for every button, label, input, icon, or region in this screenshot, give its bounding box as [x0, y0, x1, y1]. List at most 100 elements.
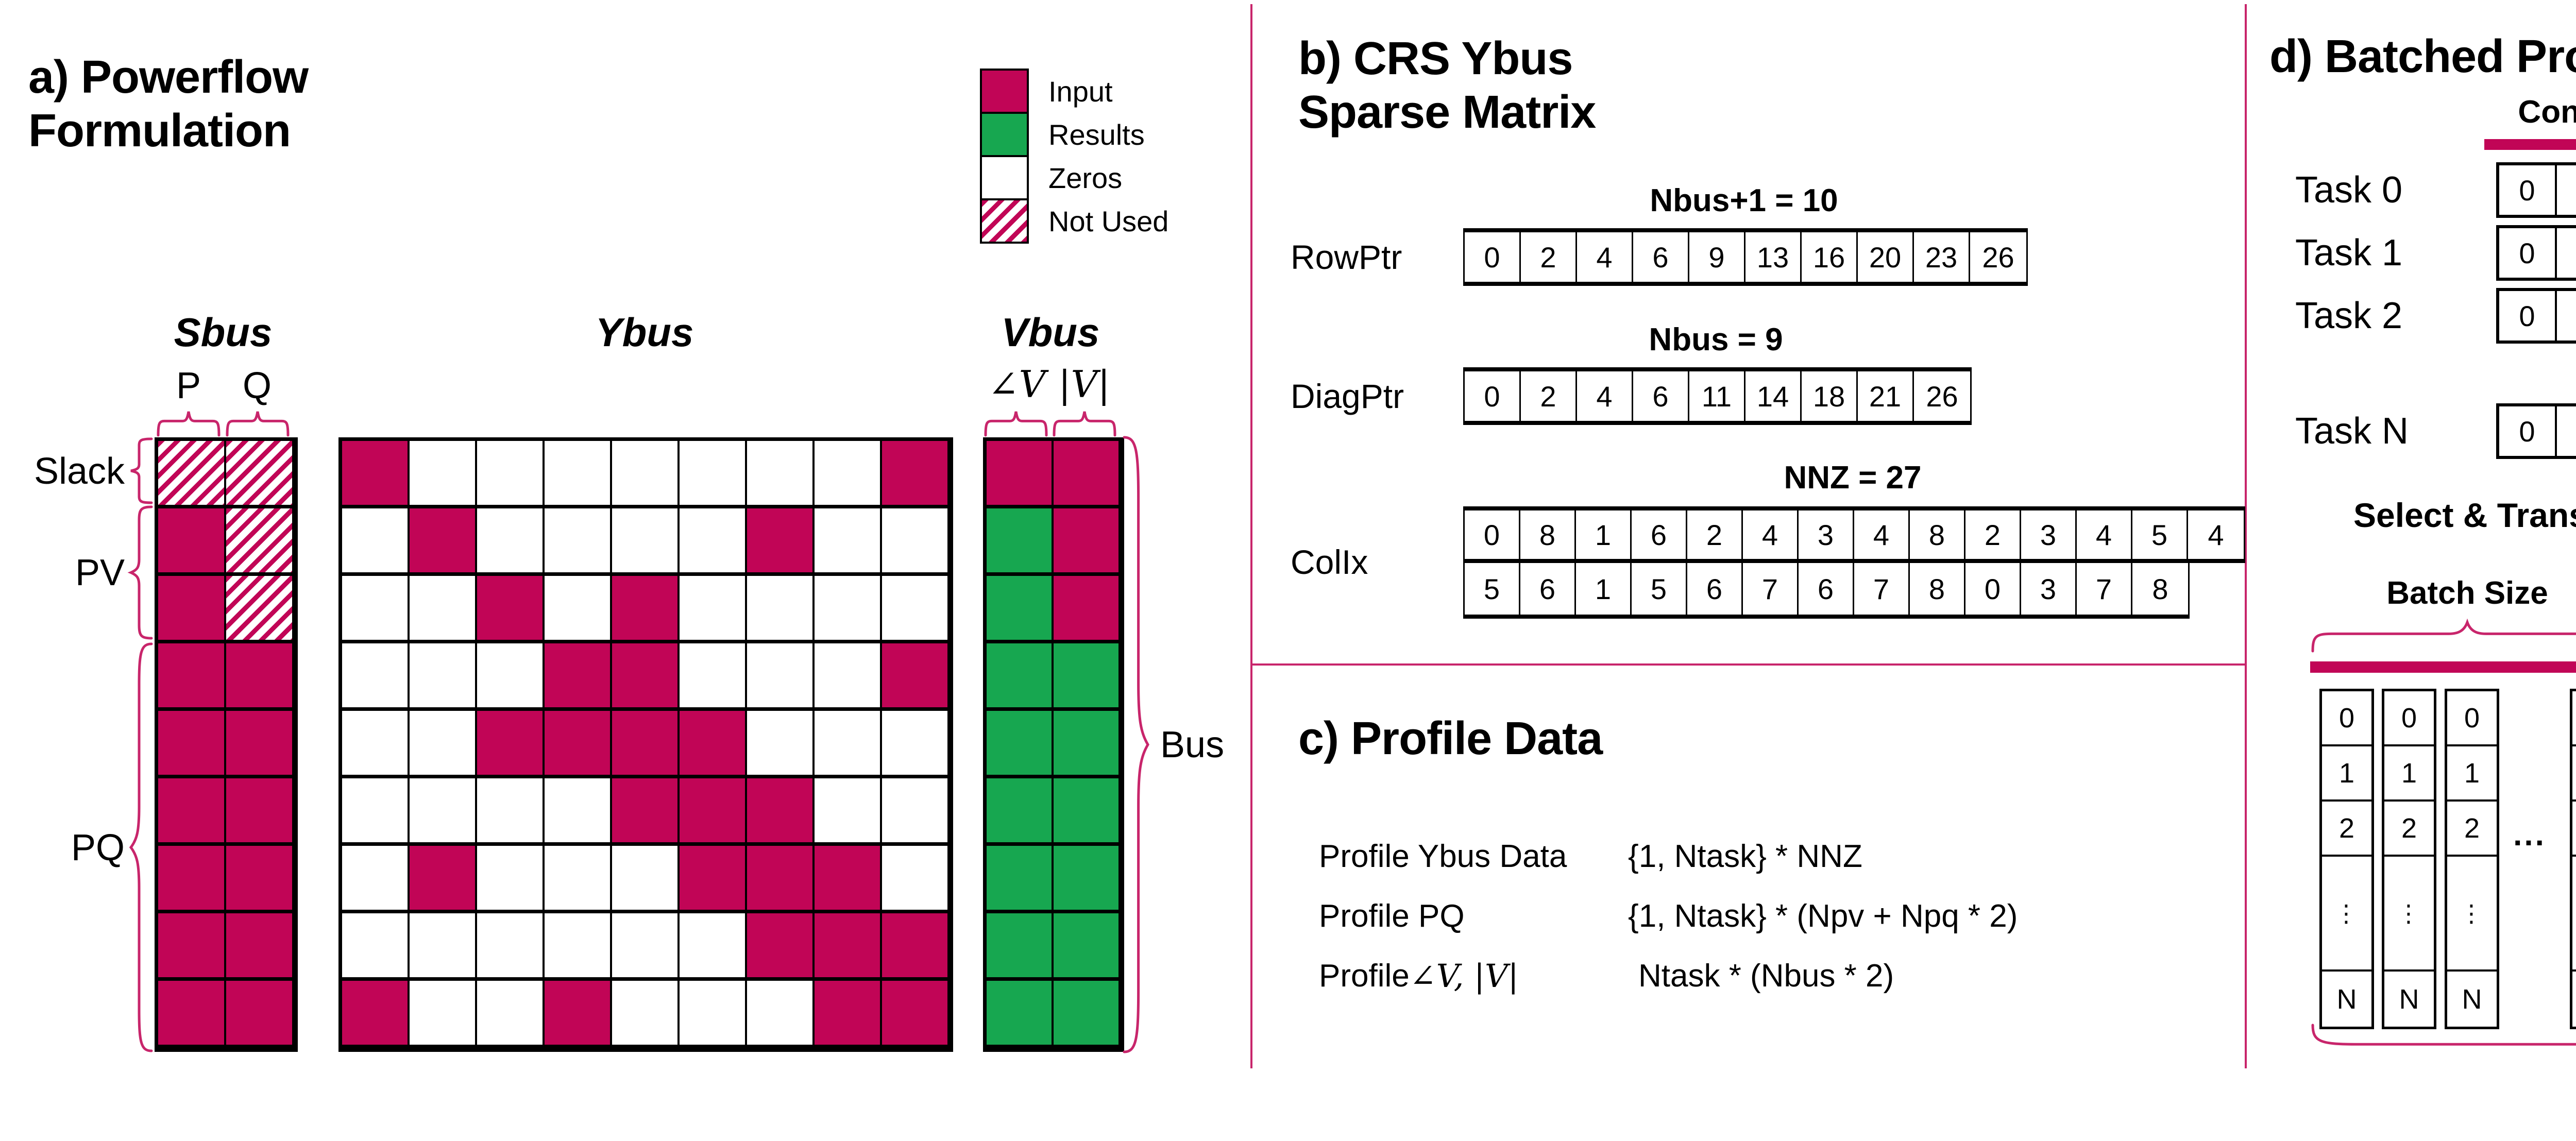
cell: 0	[2447, 691, 2497, 746]
cell	[680, 441, 747, 508]
cell	[882, 778, 950, 846]
cell	[342, 778, 410, 846]
cell: 8	[1910, 563, 1965, 615]
cell: 1	[1576, 510, 1632, 559]
colix-label: ColIx	[1291, 543, 1368, 581]
cell: 0	[2499, 165, 2557, 215]
cell	[680, 778, 747, 846]
cell: 4	[1743, 510, 1799, 559]
cell: 6	[1632, 510, 1687, 559]
cell	[747, 643, 815, 711]
cell: 6	[1687, 563, 1743, 615]
cell	[226, 913, 294, 981]
cell	[882, 846, 950, 913]
colix-size-header: NNZ = 27	[1784, 459, 1922, 496]
cell	[158, 508, 226, 576]
cell	[987, 981, 1054, 1048]
cell: 0	[1465, 510, 1520, 559]
panel-a-title-line1: a) Powerflow	[28, 52, 309, 103]
row-label-pq: PQ	[71, 827, 125, 868]
cell: ⋮	[2322, 857, 2371, 972]
sbus-matrix	[155, 437, 298, 1052]
cell: 1	[2384, 746, 2434, 802]
cell	[612, 778, 680, 846]
vbus-matrix	[983, 437, 1124, 1052]
cell	[477, 913, 545, 981]
cell: 0	[2572, 691, 2576, 746]
cell: 11	[1689, 371, 1745, 421]
angle-v-column-header: ∠V	[988, 363, 1046, 406]
select-transpose-label: Select & Transpose	[2353, 496, 2576, 534]
cell	[1054, 913, 1121, 981]
profile-ybus-label: Profile Ybus Data	[1319, 838, 1567, 874]
cell	[1054, 441, 1121, 508]
cell: 7	[1743, 563, 1799, 615]
cell: 1	[2557, 406, 2576, 456]
panel-a-title: a) Powerflow Formulation	[28, 50, 309, 158]
cell: 2	[2447, 802, 2497, 857]
cell: 4	[2188, 510, 2244, 559]
cell	[226, 576, 294, 643]
cell	[410, 711, 477, 778]
cell	[612, 441, 680, 508]
cell: 0	[1465, 232, 1521, 282]
cell: 3	[1799, 510, 1854, 559]
legend-swatch-zeros	[980, 155, 1029, 200]
cell	[747, 846, 815, 913]
cell	[680, 576, 747, 643]
bus-brace	[1124, 437, 1148, 1052]
cell: 9	[1689, 232, 1745, 282]
batch-arrow-1	[2310, 661, 2576, 673]
continuous-memory-arrow	[2484, 139, 2576, 150]
cell	[158, 913, 226, 981]
cell	[545, 441, 612, 508]
panel-b-title-line1: b) CRS Ybus	[1298, 33, 1573, 84]
cell: N	[2384, 972, 2434, 1027]
cell: N	[2447, 972, 2497, 1027]
cell	[158, 576, 226, 643]
profile-ybus-value: {1, Ntask} * NNZ	[1628, 838, 1862, 874]
panel-c-title: c) Profile Data	[1298, 713, 1603, 764]
legend-swatch-input	[980, 69, 1029, 114]
cell	[612, 643, 680, 711]
cell	[987, 576, 1054, 643]
cell	[882, 643, 950, 711]
panel-b-title: b) CRS Ybus Sparse Matrix	[1298, 32, 1596, 140]
cell	[987, 643, 1054, 711]
cell: 1	[2447, 746, 2497, 802]
task-n-label: Task N	[2295, 411, 2409, 452]
cell: 2	[2572, 802, 2576, 857]
cell	[226, 441, 294, 508]
cell	[158, 846, 226, 913]
rowptr-size-header: Nbus+1 = 10	[1650, 182, 1838, 218]
cell: 1	[2322, 746, 2371, 802]
cell	[1054, 778, 1121, 846]
cell	[342, 576, 410, 643]
cell	[342, 643, 410, 711]
cell	[747, 778, 815, 846]
cell	[410, 778, 477, 846]
ybus-header: Ybus	[595, 309, 694, 355]
diagptr-label: DiagPtr	[1291, 377, 1404, 415]
cell	[545, 576, 612, 643]
abs-v-column-header: |V|	[1058, 363, 1110, 406]
cell: ⋮	[2572, 857, 2576, 972]
cell: 8	[1910, 510, 1965, 559]
cell	[747, 441, 815, 508]
legend-item-zeros: Zeros	[980, 155, 1168, 200]
divider-a-b	[1250, 4, 1252, 1068]
cell	[612, 981, 680, 1048]
cell	[477, 643, 545, 711]
task-n-row: 0123...N	[2496, 403, 2576, 459]
cell: 0	[2499, 406, 2557, 456]
cell	[158, 711, 226, 778]
cell	[987, 441, 1054, 508]
cell	[987, 508, 1054, 576]
cell: 0	[2384, 691, 2434, 746]
batch-size-label-1: Batch Size	[2386, 575, 2548, 611]
row-label-pv: PV	[75, 552, 125, 593]
cell	[987, 913, 1054, 981]
